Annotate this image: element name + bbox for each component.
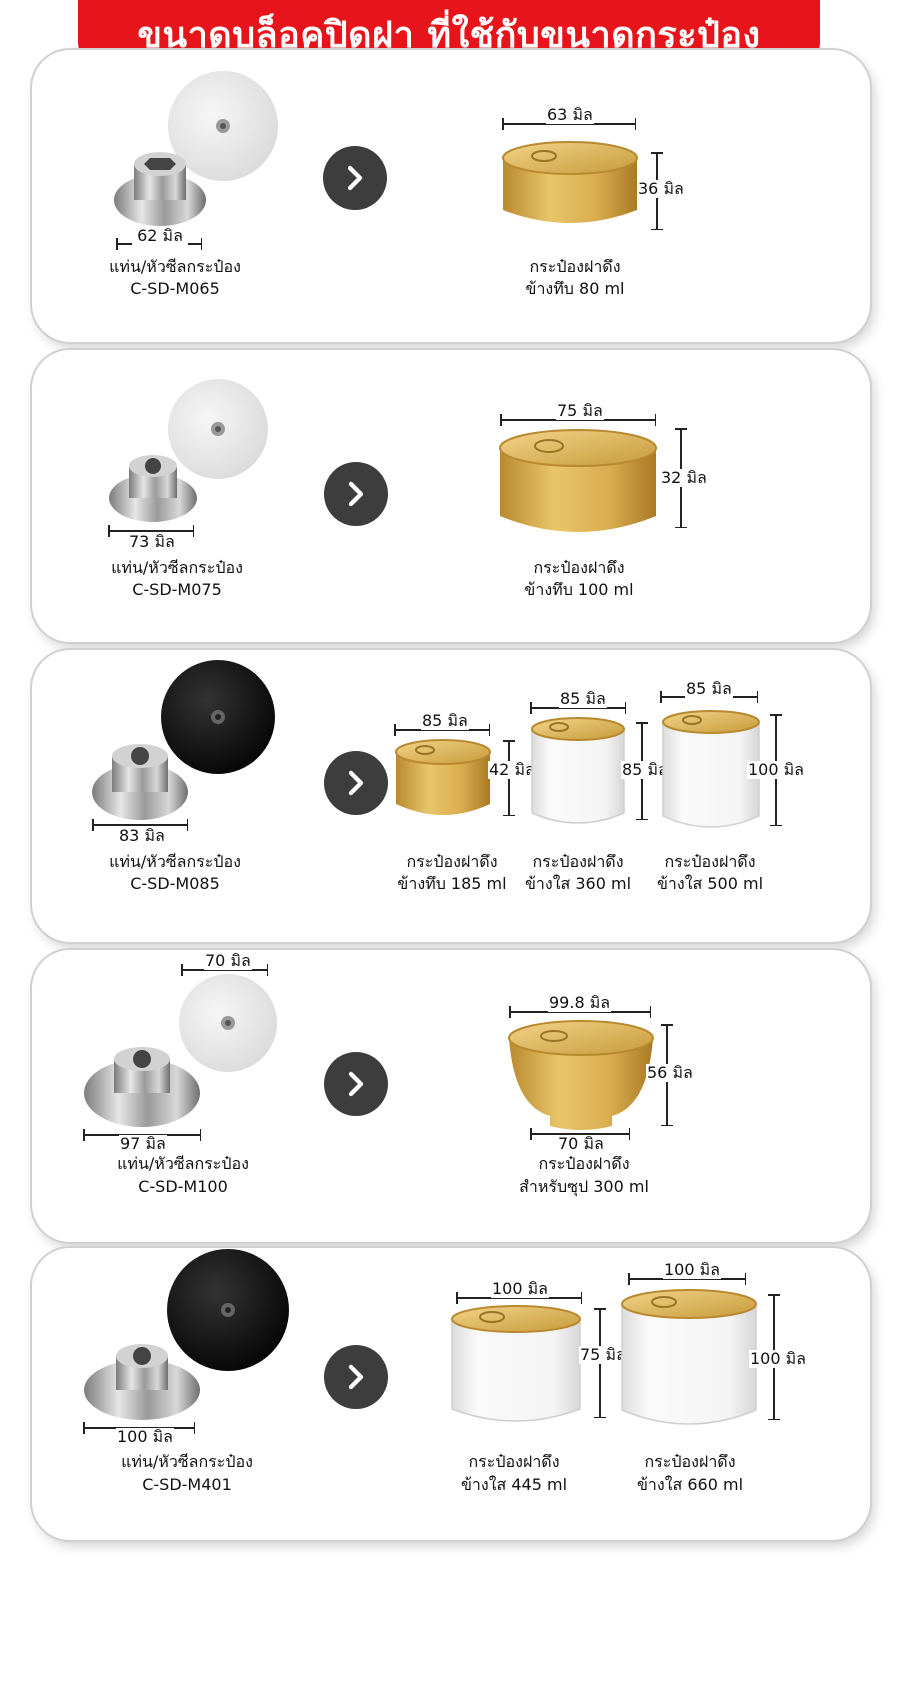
can-width: 85 มิล (421, 711, 469, 730)
chevron-right-icon (348, 1364, 364, 1390)
can-height: 42 มิล (488, 760, 536, 779)
next-arrow-button (323, 146, 387, 210)
clear-can-image (531, 717, 625, 824)
chevron-right-icon (348, 481, 364, 507)
dimension-line (108, 526, 194, 536)
can-width: 63 มิล (546, 105, 594, 124)
can-volume: สำหรับซุป 300 ml (519, 1177, 649, 1196)
seal-head-image-m075 (109, 379, 268, 522)
can-height: 56 มิล (646, 1063, 694, 1082)
dimension-line (83, 1130, 201, 1140)
can-height: 100 มิล (747, 760, 805, 779)
gold-can-image (499, 429, 657, 532)
dimension-line (92, 820, 188, 830)
seal-head-image-m401 (84, 1249, 289, 1420)
clear-can-image (451, 1305, 581, 1422)
can-height: 100 มิล (749, 1349, 807, 1368)
block-label: แท่น/หัวซีลกระป๋อง (109, 852, 241, 871)
disc-top-dimension: 70 มิล (204, 951, 252, 970)
gold-can-image (395, 739, 491, 815)
block-dimension: 100 มิล (116, 1427, 174, 1446)
seal-head-image-m100 (84, 974, 277, 1127)
block-dimension: 97 มิล (119, 1134, 167, 1153)
can-volume: ข้างใส 500 ml (656, 874, 764, 893)
can-label: กระป๋องฝาดึง (664, 852, 756, 871)
page-title: ขนาดบล็อคปิดฝา ที่ใช้กับขนาดกระป๋อง (137, 14, 761, 56)
block-model: C-SD-M100 (138, 1177, 228, 1196)
dimension-line (530, 1129, 630, 1139)
chevron-right-icon (348, 1071, 364, 1097)
dimension-line (83, 1423, 195, 1433)
can-width: 75 มิล (556, 401, 604, 420)
can-label: กระป๋องฝาดึง (529, 257, 621, 276)
can-volume: ข้างใส 360 ml (524, 874, 632, 893)
block-label: แท่น/หัวซีลกระป๋อง (111, 558, 243, 577)
can-height: 85 มิล (621, 760, 669, 779)
can-label: กระป๋องฝาดึง (406, 852, 498, 871)
clear-can-image (621, 1289, 757, 1425)
can-volume: ข้างใส 660 ml (636, 1475, 744, 1494)
next-arrow-button (324, 1345, 388, 1409)
can-width: 100 มิล (663, 1260, 721, 1279)
block-model: C-SD-M075 (132, 580, 222, 599)
gold-bowl-can-image (508, 1020, 654, 1130)
block-label: แท่น/หัวซีลกระป๋อง (117, 1154, 249, 1173)
chevron-right-icon (347, 165, 363, 191)
can-label: กระป๋องฝาดึง (532, 852, 624, 871)
can-volume: ข้างทึบ 185 ml (397, 874, 507, 893)
block-model: C-SD-M401 (142, 1475, 232, 1494)
can-width: 99.8 มิล (548, 993, 612, 1012)
can-label: กระป๋องฝาดึง (538, 1154, 630, 1173)
can-width: 100 มิล (491, 1279, 549, 1298)
block-dimension: 62 มิล (132, 227, 188, 245)
can-label: กระป๋องฝาดึง (533, 558, 625, 577)
can-volume: ข้างทึบ 80 ml (525, 279, 625, 298)
block-model: C-SD-M065 (130, 279, 220, 298)
gold-can-image (502, 141, 638, 223)
can-label: กระป๋องฝาดึง (468, 1452, 560, 1471)
seal-head-image-m085 (92, 660, 275, 820)
can-height: 32 มิล (660, 468, 708, 487)
next-arrow-button (324, 462, 388, 526)
block-model: C-SD-M085 (130, 874, 220, 893)
block-dimension: 83 มิล (118, 826, 166, 845)
next-arrow-button (324, 1052, 388, 1116)
can-label: กระป๋องฝาดึง (644, 1452, 736, 1471)
seal-head-image-m065 (114, 71, 278, 226)
chevron-right-icon (348, 770, 364, 796)
block-label: แท่น/หัวซีลกระป๋อง (121, 1452, 253, 1471)
can-bottom-dimension: 70 มิล (557, 1134, 605, 1153)
can-height: 75 มิล (579, 1345, 627, 1364)
block-label: แท่น/หัวซีลกระป๋อง (109, 257, 241, 276)
can-volume: ข้างทึบ 100 ml (524, 580, 634, 599)
can-height: 36 มิล (637, 179, 685, 198)
clear-can-image (662, 710, 760, 828)
can-width: 85 มิล (685, 679, 733, 698)
can-volume: ข้างใส 445 ml (460, 1475, 568, 1494)
block-dimension: 73 มิล (128, 532, 176, 551)
can-width: 85 มิล (559, 689, 607, 708)
next-arrow-button (324, 751, 388, 815)
